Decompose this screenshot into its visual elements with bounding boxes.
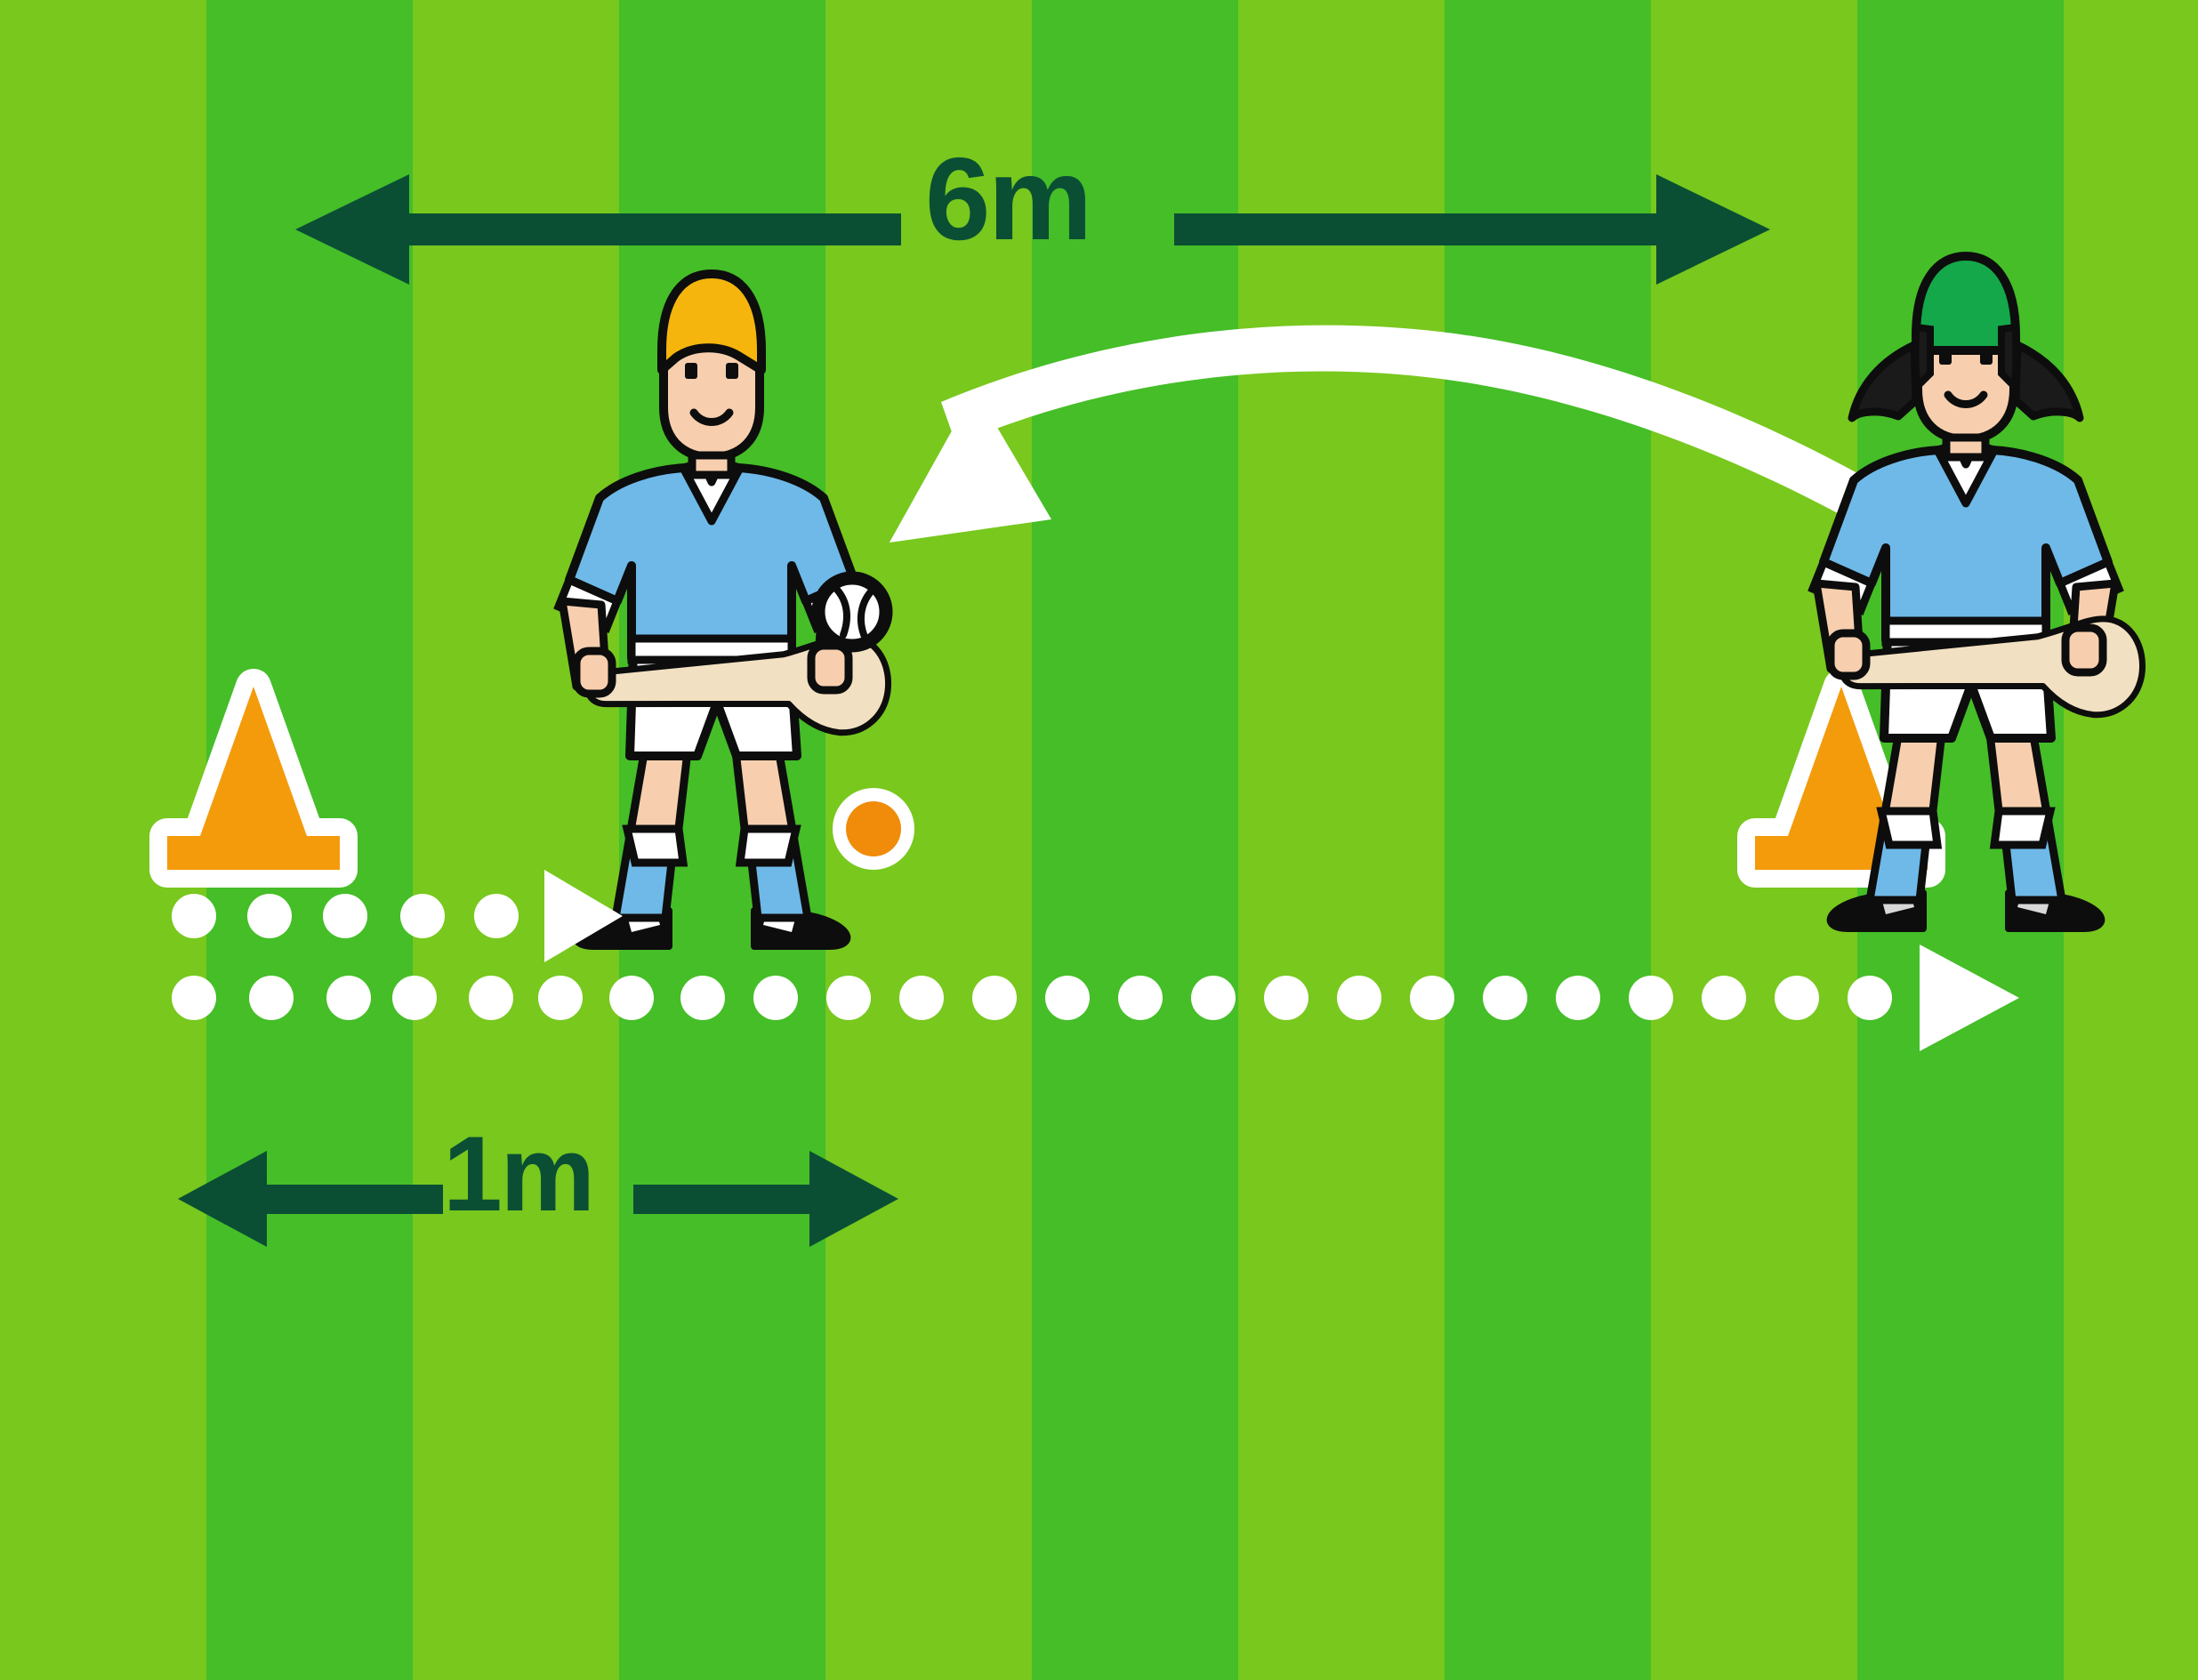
measure-label-6m: 6m (925, 133, 1092, 264)
striker-hands (1826, 623, 2107, 680)
sliotar-seam-left (829, 582, 850, 639)
arrowhead-left-6m (295, 174, 409, 285)
arrow-shaft-left-6m (407, 213, 901, 245)
receiver-hands (572, 641, 853, 698)
arc-band (941, 325, 2012, 598)
run-path-short[interactable] (172, 870, 623, 962)
arc-arrowhead-fill (890, 390, 1051, 543)
player-striker[interactable] (1808, 252, 2146, 932)
run-path-long-arrowhead (1920, 944, 2019, 1051)
cone-left-body (167, 687, 340, 870)
arrow-shaft-left-1m (265, 1185, 443, 1214)
arrowhead-left-1m (178, 1151, 267, 1247)
arrowhead-right-6m (1656, 174, 1770, 285)
striker-hair-back (1848, 341, 2084, 422)
run-path-short-arrowhead (544, 870, 623, 962)
measure-arrow-6m (295, 174, 1770, 285)
measure-arrow-1m (178, 1151, 898, 1247)
run-path-long-dots (172, 976, 1892, 1020)
measure-label-1m: 1m (443, 1114, 595, 1234)
marker-disc-center (846, 801, 901, 856)
sliotar[interactable] (811, 571, 893, 653)
cone-left[interactable] (149, 669, 358, 888)
arrowhead-right-1m (809, 1151, 898, 1247)
receiver-head (657, 269, 766, 479)
striker-head (1912, 252, 2020, 462)
sliotar-seam-right (857, 585, 877, 640)
ball-flight-arc (890, 325, 2012, 598)
arrow-shaft-right-1m (633, 1185, 811, 1214)
striker-legs (1865, 721, 2066, 904)
run-path-short-dots (172, 894, 519, 938)
marker-disc[interactable] (833, 788, 914, 870)
run-path-long[interactable] (172, 944, 2019, 1051)
arrow-shaft-right-6m (1174, 213, 1659, 245)
